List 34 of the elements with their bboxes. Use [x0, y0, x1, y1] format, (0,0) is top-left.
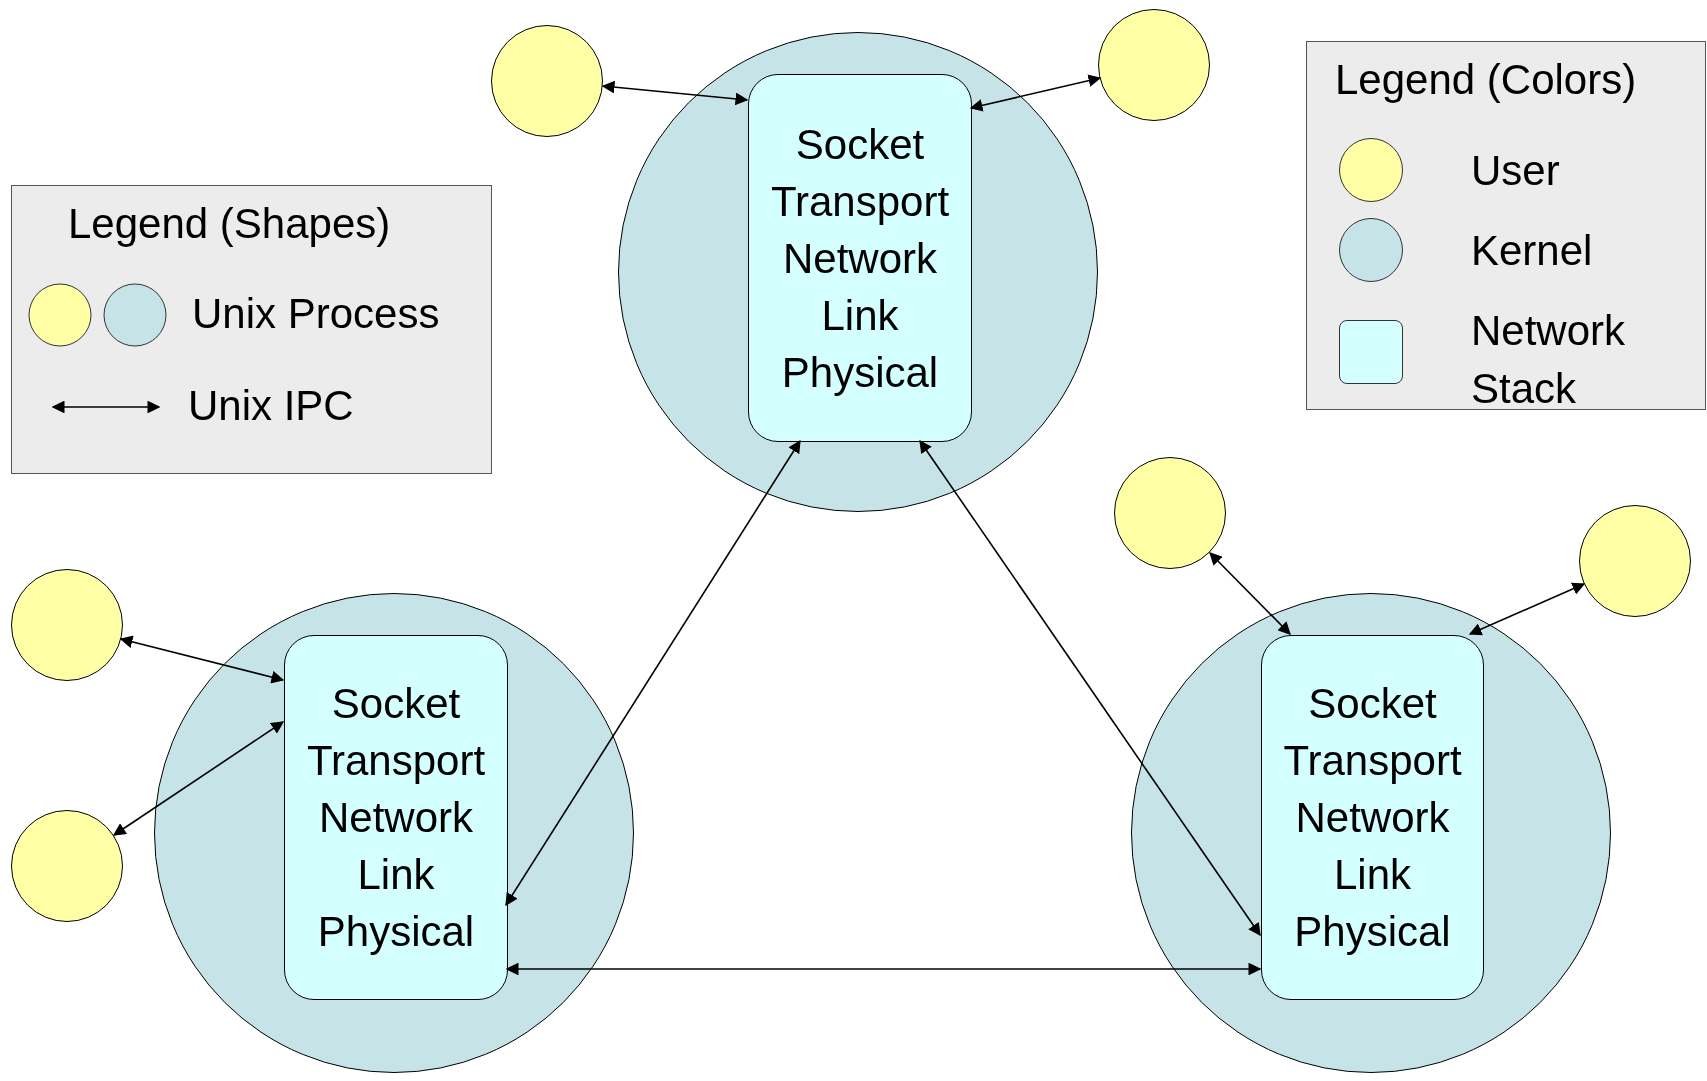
legend-label: Network Stack — [1471, 306, 1627, 414]
legend-label: Unix IPC — [188, 382, 354, 430]
ipc-arrow — [505, 962, 1262, 976]
layer-label: Network — [782, 233, 937, 284]
network-stack-box — [284, 635, 508, 1000]
ipc-arrow — [969, 74, 1102, 112]
ipc-arrow — [1468, 582, 1586, 636]
network-stack-box — [1261, 635, 1484, 1000]
layer-label: Socket — [1308, 679, 1437, 729]
ipc-arrow — [601, 80, 749, 106]
network-stack-box — [748, 74, 972, 442]
layer-label: Network — [1295, 793, 1450, 843]
layer-label: Link — [357, 850, 435, 900]
ipc-arrow — [112, 721, 285, 836]
ipc-arrow — [1209, 552, 1291, 635]
layer-label: Transport — [1283, 736, 1462, 786]
layer-label: Physical — [1294, 907, 1451, 957]
legend-label: Kernel — [1471, 226, 1594, 276]
legend-title: Legend (Shapes) — [68, 200, 391, 248]
layer-label: Socket — [331, 679, 461, 729]
layer-label: Transport — [306, 736, 486, 786]
layer-label: Transport — [770, 176, 950, 227]
layer-label: Network — [318, 793, 473, 843]
layer-label: Link — [1333, 850, 1412, 900]
legend-label: User — [1471, 146, 1561, 196]
legend-title: Legend (Colors) — [1335, 56, 1637, 104]
layer-label: Socket — [795, 119, 925, 170]
ipc-arrow — [505, 439, 801, 907]
layer-label: Link — [821, 290, 899, 341]
layer-label: Physical — [781, 347, 939, 398]
ipc-arrow — [919, 439, 1261, 937]
legend-label: Unix Process — [192, 290, 440, 338]
layer-label: Physical — [317, 907, 475, 957]
ipc-arrow — [119, 635, 285, 684]
